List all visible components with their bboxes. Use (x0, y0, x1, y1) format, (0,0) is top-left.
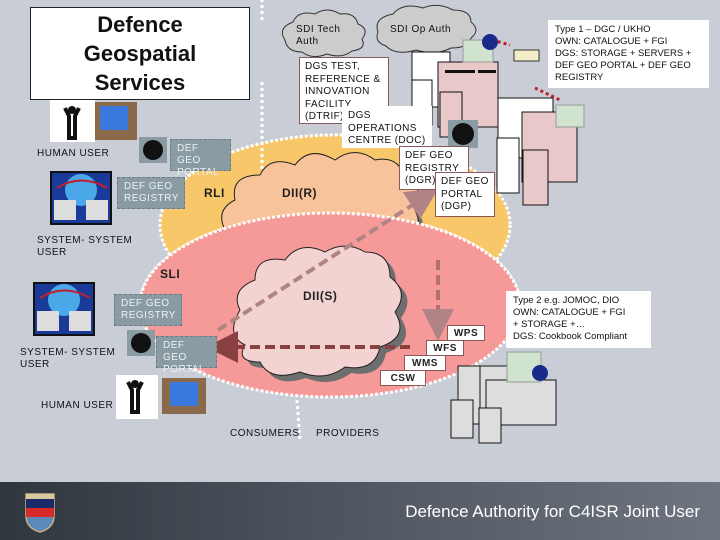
human-user-label: HUMAN USER (41, 400, 114, 411)
label-line: (DGP) (441, 201, 472, 212)
consumers-label: CONSUMERS (230, 428, 300, 439)
note-line: Type 2 e.g. JOMOC, DIO (513, 295, 620, 306)
dgp-box: DEF GEO PORTAL (DGP) (435, 172, 495, 217)
system-system-user-label: SYSTEM- SYSTEM USER (20, 347, 115, 371)
note-line: Type 1 – DGC / UKHO (555, 24, 651, 35)
label-line: (DGR) (405, 175, 436, 186)
footer-bar: Defence Authority for C4ISR Joint User (0, 482, 720, 540)
label-line: USER (20, 359, 50, 370)
title-line: Defence (97, 12, 183, 37)
divider-bottom (295, 399, 302, 441)
def-geo-registry-box: DEF GEO REGISTRY (117, 177, 185, 209)
label-line: FACILITY (305, 98, 352, 110)
note-line: OWN: CATALOGUE + FGI (555, 36, 668, 47)
sli-label: SLI (160, 267, 181, 281)
note-line: OWN: CATALOGUE + FGI (513, 307, 626, 318)
label-line: REGISTRY (405, 162, 460, 174)
server-cluster-mid (496, 97, 585, 206)
label-line: PORTAL (163, 364, 206, 375)
label-line: REFERENCE & (305, 73, 381, 85)
human-user-label: HUMAN USER (37, 148, 110, 159)
label-line: PORTAL (441, 188, 483, 200)
sdi-tech-auth-cloud (281, 9, 366, 58)
label-line: SYSTEM- SYSTEM (37, 235, 133, 246)
dii-s-cloud (233, 245, 408, 382)
label-line: DGS (348, 110, 371, 121)
sdi-tech-auth-label: SDI Tech Auth (296, 24, 340, 48)
label-line: SDI Tech (296, 24, 341, 35)
label-line: INNOVATION (305, 86, 370, 97)
label-line: DEF GEO (441, 176, 489, 187)
note-line: DGS: STORAGE + SERVERS + (555, 48, 692, 59)
human-user-icon (116, 375, 206, 419)
doc-box: DGS OPERATIONS CENTRE (DOC) (342, 106, 432, 148)
note-line: DGS: Cookbook Compliant (513, 331, 628, 342)
sdi-op-auth-cloud (376, 4, 477, 54)
satellite-dish-icon (127, 330, 155, 356)
type2-note: Type 2 e.g. JOMOC, DIO OWN: CATALOGUE + … (506, 291, 651, 348)
label-line: DEF GEO (177, 143, 201, 166)
title-line: Geospatial (83, 41, 197, 66)
def-geo-portal-box: DEF GEO PORTAL (170, 139, 231, 178)
label-line: DGS TEST, (305, 61, 361, 72)
def-geo-portal-box: DEF GEO PORTAL (156, 336, 217, 375)
def-geo-registry-box: DEF GEO REGISTRY (114, 294, 182, 326)
label-line: DEF GEO (124, 181, 173, 192)
label-line: Auth (296, 36, 319, 47)
footer-organization-name: Defence Authority for C4ISR Joint User (405, 502, 700, 521)
human-user-icon (50, 100, 137, 142)
service-wms: WMS (404, 355, 446, 371)
system-system-user-label: SYSTEM- SYSTEM USER (37, 235, 132, 259)
service-wps: WPS (447, 325, 485, 341)
service-wfs: WFS (426, 340, 464, 356)
note-line: REGISTRY (555, 72, 604, 83)
providers-label: PROVIDERS (316, 428, 380, 439)
type1-note: Type 1 – DGC / UKHO OWN: CATALOGUE + FGI… (548, 20, 709, 88)
label-line: PORTAL (177, 167, 220, 178)
dii-s-label: DII(S) (303, 289, 338, 303)
label-line: DEF GEO (163, 340, 187, 363)
server-cluster-bottom (450, 351, 557, 444)
label-line: OPERATIONS (348, 122, 417, 134)
label-line: REGISTRY (124, 193, 179, 204)
label-line: SYSTEM- SYSTEM (20, 347, 116, 358)
note-line: DEF GEO PORTAL + DEF GEO (555, 60, 691, 71)
rli-label: RLI (204, 186, 225, 200)
system-system-icon (50, 171, 112, 225)
label-line: CENTRE (DOC) (348, 135, 426, 146)
satellite-dish-icon (139, 137, 167, 163)
dashed-arrow-diagonal (216, 188, 439, 332)
crest-logo-icon (25, 493, 55, 533)
sdi-op-auth-label: SDI Op Auth (390, 24, 452, 35)
dgr-box: DEF GEO REGISTRY (DGR) (399, 146, 469, 190)
label-line: DEF GEO (405, 150, 453, 161)
label-line: DEF GEO (121, 298, 170, 309)
title-line: Services (94, 70, 186, 95)
label-line: (DTRIF) (305, 111, 344, 122)
label-line: REGISTRY (121, 310, 176, 321)
diagram-title: Defence Geospatial Services (30, 7, 250, 100)
system-system-icon (33, 282, 95, 336)
note-line: + STORAGE +… (513, 319, 586, 330)
label-line: USER (37, 247, 67, 258)
network-link (491, 38, 561, 102)
satellite-dish-icon (448, 120, 478, 148)
service-csw: CSW (380, 370, 426, 386)
dii-r-label: DII(R) (282, 186, 317, 200)
